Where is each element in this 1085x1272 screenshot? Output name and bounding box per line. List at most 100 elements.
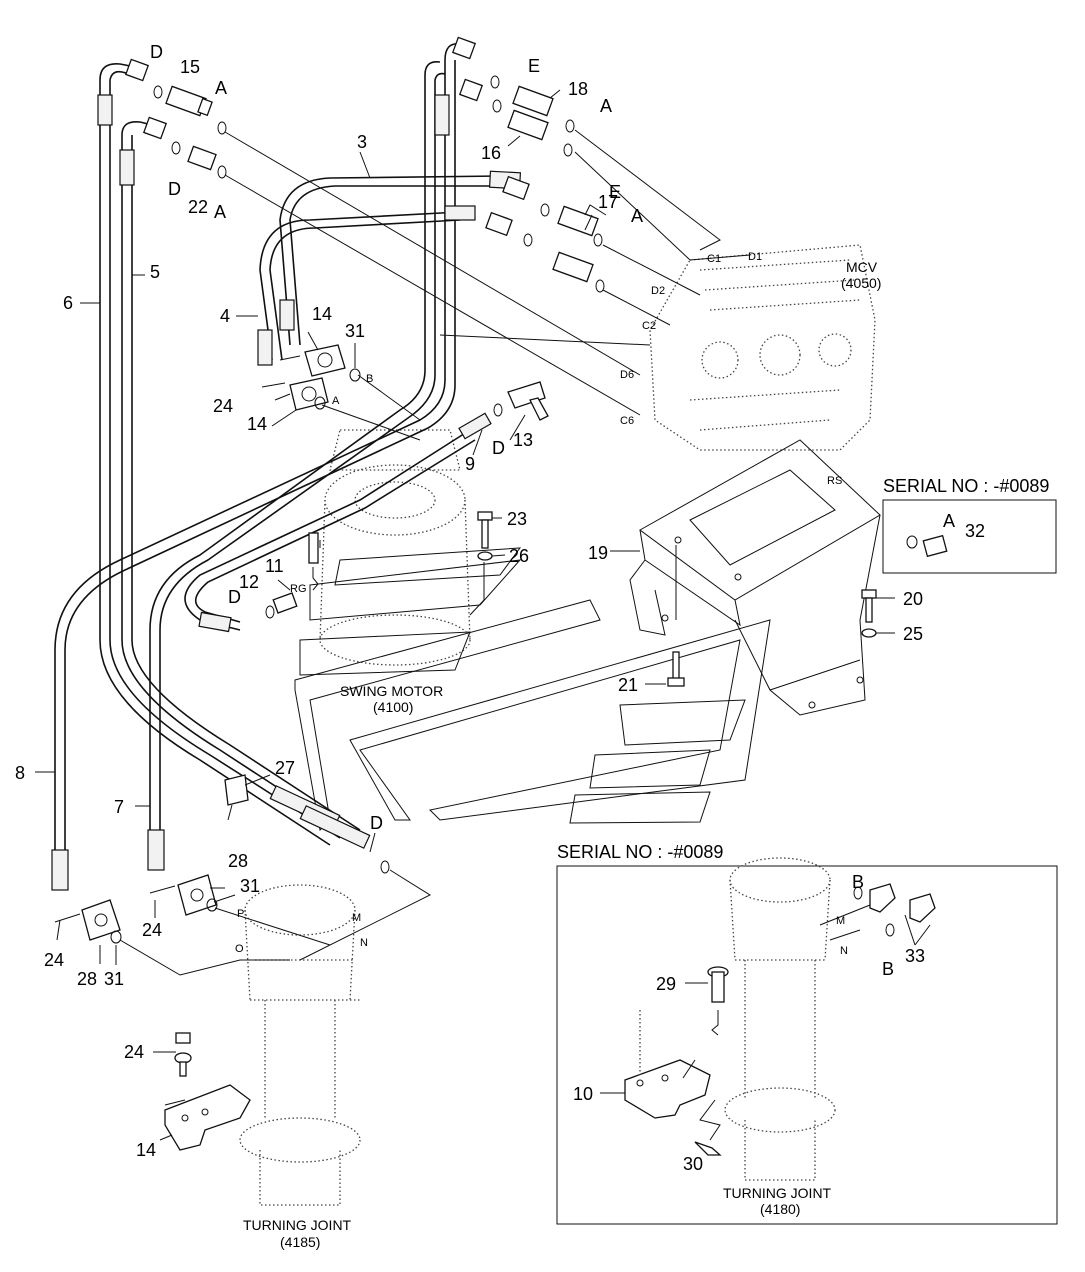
letter-E-top: E xyxy=(528,56,540,76)
callout-13: 13 xyxy=(513,430,533,450)
callout-31-upper: 31 xyxy=(345,321,365,341)
mcv-valve-block xyxy=(649,244,876,451)
fitting-17b xyxy=(552,251,594,283)
swing-motor-name: SWING MOTOR xyxy=(340,683,443,699)
swing-motor-code: (4100) xyxy=(373,699,413,715)
swing-base-plates xyxy=(294,547,771,832)
callout-24-left: 24 xyxy=(44,950,64,970)
cotter-pin-30 xyxy=(694,1099,722,1156)
bolt-24-lower xyxy=(174,1032,192,1077)
letter-A-right-mid: A xyxy=(631,206,643,226)
routing-lines xyxy=(119,129,751,976)
elbow-fittings-33 xyxy=(819,883,936,941)
turning-joint-main-code: (4185) xyxy=(280,1234,320,1250)
callout-31-mid: 31 xyxy=(240,876,260,896)
port-RS: RS xyxy=(827,475,842,487)
letter-A-inset: A xyxy=(943,511,955,531)
hose-clamp-27 xyxy=(224,774,249,821)
port-A: A xyxy=(332,395,340,407)
callout-28-upper: 28 xyxy=(228,851,248,871)
hose-6 xyxy=(99,63,341,846)
callout-32: 32 xyxy=(965,521,985,541)
turning-joint-inset-code: (4180) xyxy=(760,1201,800,1217)
component-captions: MCV (4050) SWING MOTOR (4100) TURNING JO… xyxy=(243,259,881,1250)
hose-8 xyxy=(54,43,461,880)
fitting-22 xyxy=(187,145,217,171)
fitting-18 xyxy=(512,85,554,117)
plate-14-lower xyxy=(164,1084,251,1151)
port-D1: D1 xyxy=(748,251,762,263)
callout-5: 5 xyxy=(150,262,160,282)
letter-D-left: D xyxy=(168,179,181,199)
callout-20: 20 xyxy=(903,589,923,609)
turning-joint-main-body xyxy=(239,884,361,1206)
callout-8: 8 xyxy=(15,763,25,783)
letter-D-bottom: D xyxy=(370,813,383,833)
callout-24-upper: 24 xyxy=(213,396,233,416)
callout-15: 15 xyxy=(180,57,200,77)
fitting-17a xyxy=(557,205,599,237)
callout-14-lower: 14 xyxy=(136,1140,156,1160)
port-P: P xyxy=(237,908,244,920)
plate-10 xyxy=(624,1010,711,1119)
letter-D-mid: D xyxy=(492,438,505,458)
port-N: N xyxy=(360,937,368,949)
port-D6: D6 xyxy=(620,369,634,381)
letter-callouts: D A D A E A E A D D D A B B xyxy=(150,42,955,979)
bolt-21 xyxy=(667,651,685,687)
port-B: B xyxy=(366,373,373,385)
callout-7: 7 xyxy=(114,797,124,817)
letter-B-inset-top: B xyxy=(852,872,864,892)
callout-14-upper: 14 xyxy=(312,304,332,324)
plug-32 xyxy=(922,534,948,558)
callout-10: 10 xyxy=(573,1084,593,1104)
hose-end-fittings-top xyxy=(124,36,530,237)
pin-11 xyxy=(308,532,319,591)
callout-11: 11 xyxy=(265,556,284,576)
fitting-15 xyxy=(165,85,213,117)
callout-18: 18 xyxy=(568,79,588,99)
port-labels: C1 D1 D2 C2 D6 C6 RS RG B A P M N O M N xyxy=(235,251,848,957)
callout-12: 12 xyxy=(239,572,259,592)
callout-21: 21 xyxy=(618,675,638,695)
turning-joint-inset-body xyxy=(724,857,836,1181)
callout-23: 23 xyxy=(507,509,527,529)
washer-26 xyxy=(477,551,493,561)
letter-A-right-top: A xyxy=(600,96,612,116)
turning-joint-main-name: TURNING JOINT xyxy=(243,1217,352,1233)
support-bracket-19 xyxy=(629,439,881,716)
callout-30: 30 xyxy=(683,1154,703,1174)
inset-title-bottom: SERIAL NO : -#0089 xyxy=(557,842,723,862)
callout-22: 22 xyxy=(188,197,208,217)
hose-3 xyxy=(279,175,501,346)
leader-lines xyxy=(35,89,931,1141)
letter-A-top: A xyxy=(215,78,227,98)
hose-4 xyxy=(259,211,461,361)
letter-A-left: A xyxy=(214,202,226,222)
mcv-name: MCV xyxy=(846,259,878,275)
callout-29: 29 xyxy=(656,974,676,994)
port-M-inset: M xyxy=(836,915,845,927)
callout-16: 16 xyxy=(481,143,501,163)
callout-28-lower: 28 xyxy=(77,969,97,989)
callout-24-lower: 24 xyxy=(124,1042,144,1062)
bolt-23 xyxy=(477,511,493,549)
hose-9 xyxy=(184,429,476,631)
hose-sleeves xyxy=(51,94,522,891)
flange-14-pair xyxy=(261,344,346,411)
washer-25 xyxy=(861,628,877,638)
callout-4: 4 xyxy=(220,306,230,326)
hose-5 xyxy=(121,120,361,836)
port-N-inset: N xyxy=(840,945,848,957)
callout-17: 17 xyxy=(598,192,618,212)
pin-29 xyxy=(707,966,729,1036)
split-flange-28 xyxy=(54,874,217,941)
bolt-20 xyxy=(861,589,877,623)
mcv-code: (4050) xyxy=(841,275,881,291)
callout-19: 19 xyxy=(588,543,608,563)
callout-31-lower: 31 xyxy=(104,969,124,989)
callout-numbers: 15 22 3 5 6 4 14 31 24 14 9 13 18 16 17 … xyxy=(15,57,985,1174)
letter-D-top: D xyxy=(150,42,163,62)
callout-14-mid: 14 xyxy=(247,414,267,434)
